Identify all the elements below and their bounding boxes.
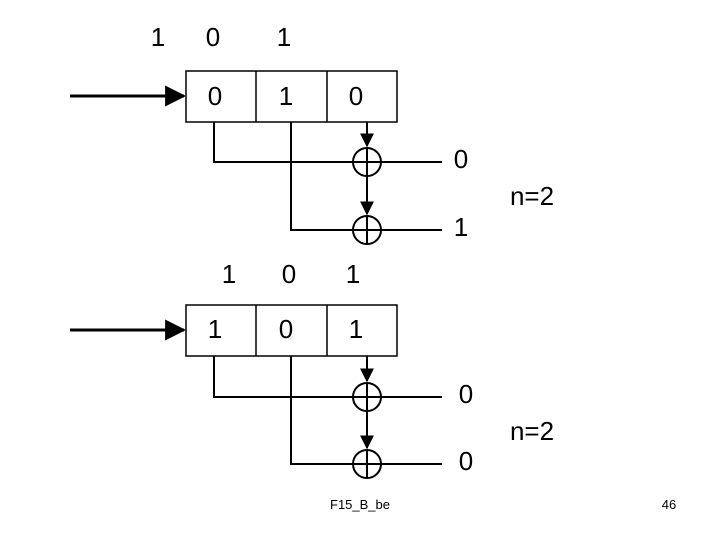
register-cell-2-2: 0 bbox=[279, 314, 293, 344]
register-cell-2-1: 1 bbox=[208, 314, 222, 344]
footer-label: F15_B_be bbox=[330, 497, 390, 512]
page-number: 46 bbox=[662, 497, 676, 512]
tap-wire-1-a bbox=[213, 122, 353, 163]
register-cell-2-3: 1 bbox=[349, 314, 363, 344]
input-bit-2-2: 0 bbox=[282, 259, 296, 289]
register-cell-1-2: 1 bbox=[279, 81, 293, 111]
output-bit-2-a: 0 bbox=[459, 379, 473, 409]
xor-adder-2-b bbox=[352, 449, 382, 479]
n-label-2: n=2 bbox=[510, 416, 554, 446]
xor-adder-2-a bbox=[352, 382, 382, 412]
output-bit-2-b: 0 bbox=[459, 446, 473, 476]
encoder-diagram-1: 1 0 1 0 1 0 0 1 n=2 bbox=[70, 22, 554, 245]
input-bit-1-2: 0 bbox=[206, 22, 220, 52]
tap-wire-1-b bbox=[290, 122, 353, 231]
register-cell-1-3: 0 bbox=[349, 81, 363, 111]
input-bit-1-1: 1 bbox=[151, 22, 165, 52]
tap-wire-2-a bbox=[213, 356, 353, 398]
input-bit-2-1: 1 bbox=[222, 259, 236, 289]
register-cell-1-1: 0 bbox=[208, 81, 222, 111]
input-bit-1-3: 1 bbox=[277, 22, 291, 52]
xor-adder-1-b bbox=[352, 215, 382, 245]
tap-wire-2-b bbox=[290, 356, 353, 465]
input-bit-2-3: 1 bbox=[346, 259, 360, 289]
output-bit-1-a: 0 bbox=[454, 144, 468, 174]
n-label-1: n=2 bbox=[510, 181, 554, 211]
output-bit-1-b: 1 bbox=[454, 212, 468, 242]
xor-adder-1-a bbox=[352, 147, 382, 177]
encoder-diagram-2: 1 0 1 1 0 1 0 0 n=2 bbox=[70, 259, 554, 479]
